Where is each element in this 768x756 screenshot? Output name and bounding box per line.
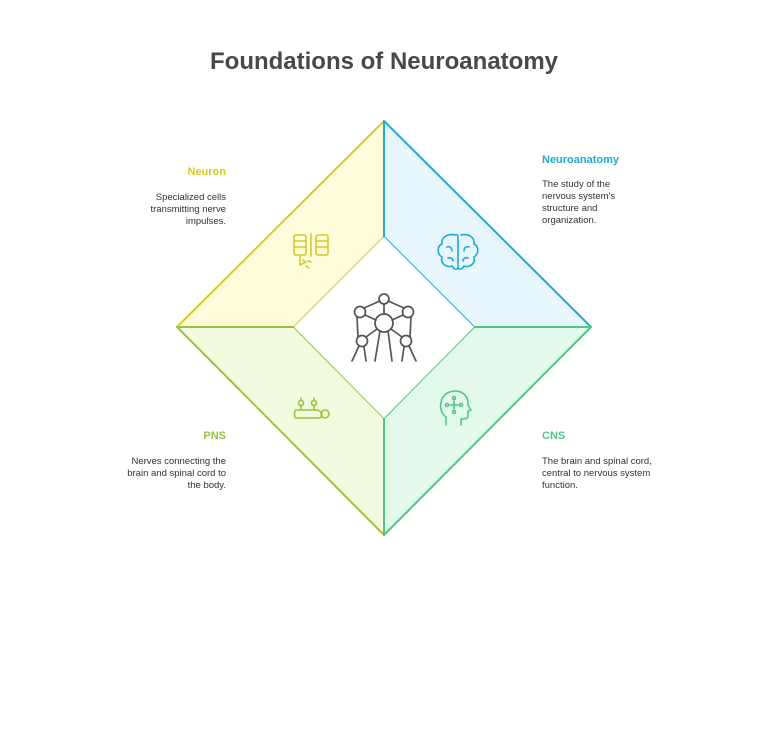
- neuroanatomy-label: Neuroanatomy: [542, 154, 620, 166]
- neuron-columns-icon: [293, 233, 329, 269]
- neuroanatomy-description: The study of the nervous system's struct…: [542, 179, 616, 226]
- cns-label: CNS: [542, 430, 566, 442]
- pns-description: Nerves connecting the brain and spinal c…: [127, 456, 226, 491]
- cns-description: The brain and spinal cord, central to ne…: [542, 456, 652, 491]
- page-title: Foundations of Neuroanatomy: [210, 48, 558, 75]
- neuron-label: Neuron: [187, 166, 227, 178]
- nerve-branch-icon: [293, 397, 330, 419]
- molecule-network-icon: [351, 293, 417, 362]
- head-brain-icon: [439, 390, 472, 426]
- center-diamond: [294, 237, 474, 418]
- neuron-description: Specialized cells transmitting nerve imp…: [150, 192, 226, 227]
- brain-icon: [437, 233, 479, 270]
- pns-label: PNS: [203, 430, 226, 442]
